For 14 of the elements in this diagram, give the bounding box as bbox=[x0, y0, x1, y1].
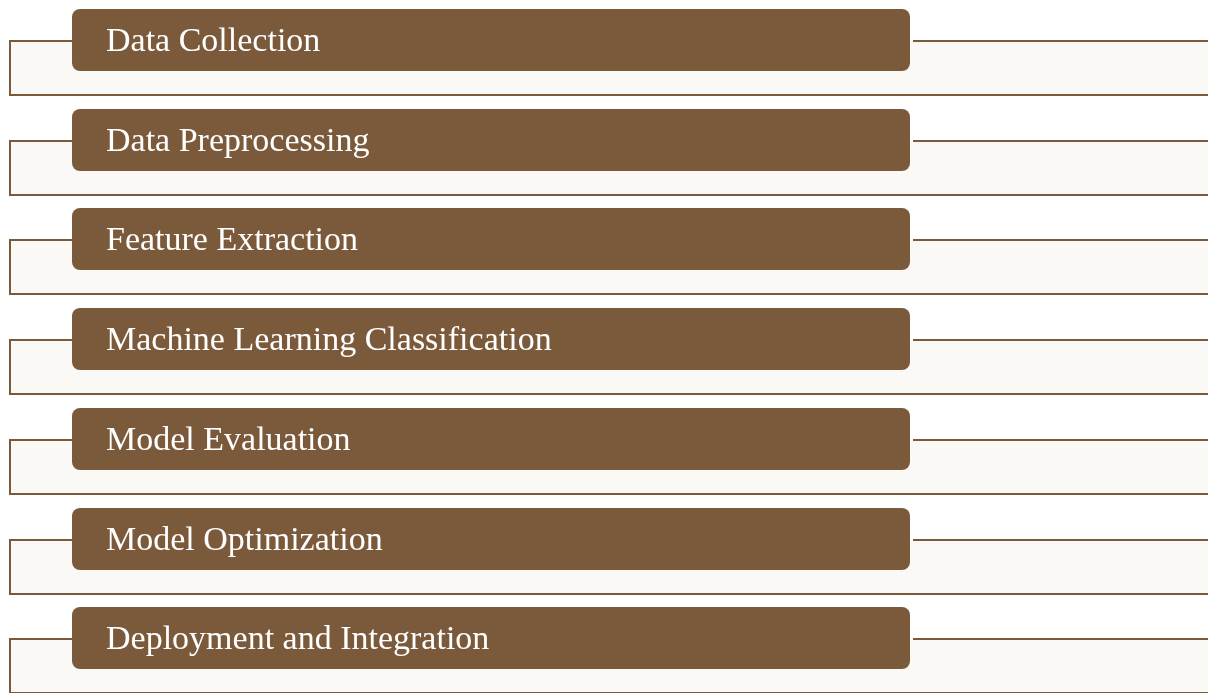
step-box bbox=[72, 508, 910, 570]
step-label: Data Preprocessing bbox=[106, 123, 370, 157]
step-box bbox=[72, 308, 910, 370]
step-label: Deployment and Integration bbox=[106, 621, 490, 655]
step-box bbox=[72, 9, 910, 71]
step-box bbox=[72, 408, 910, 470]
step-label: Data Collection bbox=[106, 23, 321, 57]
step-box bbox=[72, 607, 910, 669]
step-box bbox=[72, 109, 910, 171]
step-box bbox=[72, 208, 910, 270]
step-label: Feature Extraction bbox=[106, 222, 359, 256]
step-label: Model Evaluation bbox=[106, 422, 351, 456]
step-label: Machine Learning Classification bbox=[106, 322, 552, 356]
step-label: Model Optimization bbox=[106, 522, 383, 556]
